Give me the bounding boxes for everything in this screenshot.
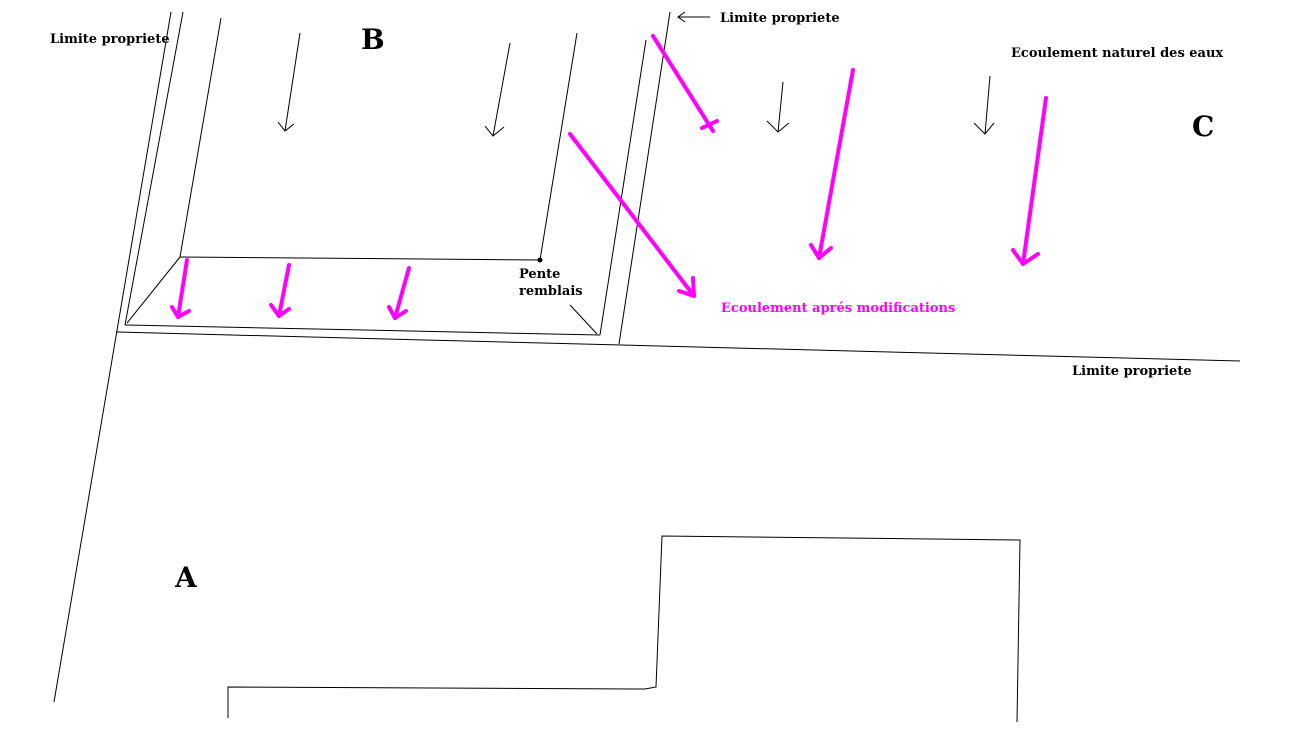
- flow-after-arrow-head: [809, 243, 833, 260]
- slope-flow-arrow-head: [170, 305, 191, 319]
- blocked-flow-crossbar: [700, 119, 719, 130]
- fill-slope-right-outer: [599, 39, 647, 336]
- platform-bottom-edge: [179, 256, 541, 261]
- limite-propriete-label-right: Limite propriete: [1072, 364, 1192, 379]
- building-outline: [227, 535, 1021, 723]
- limite-propriete-label-left: Limite propriete: [50, 32, 170, 47]
- slope-flow-arrow: [176, 258, 189, 319]
- natural-flow-arrow-head: [766, 120, 790, 133]
- fill-slope-left-inner: [179, 17, 222, 258]
- left-property-boundary: [53, 11, 172, 703]
- slope-flow-arrow-head: [269, 303, 291, 318]
- flow-after-arrow-head: [1011, 248, 1040, 266]
- zone-b-label: B: [361, 23, 385, 56]
- flow-after-arrow: [817, 68, 855, 260]
- blocked-flow-arrow: [651, 34, 715, 133]
- natural-flow-arrow-head: [973, 122, 995, 135]
- fill-slope-right-inner: [539, 32, 578, 261]
- limite-pointer-head: [677, 11, 686, 23]
- flow-after-arrow: [1021, 96, 1048, 266]
- top-property-boundary: [618, 11, 671, 345]
- pente-label-line1: Pente: [519, 267, 561, 282]
- natural-flow-label: Ecoulement naturel des eaux: [1011, 46, 1224, 61]
- fill-slope-bottom-edge: [124, 324, 601, 336]
- zone-c-label: C: [1192, 110, 1215, 143]
- pente-point-marker: [537, 257, 543, 263]
- black-lines: [53, 11, 1241, 723]
- slope-flow-arrow-head: [387, 305, 408, 320]
- slope-flow-arrow: [277, 263, 291, 318]
- redirected-flow-arrow: [568, 132, 696, 298]
- natural-flow-arrow: [777, 81, 784, 133]
- pente-pointer-line: [569, 304, 598, 335]
- natural-flow-arrow-head: [277, 121, 295, 132]
- zone-a-label: A: [175, 561, 197, 594]
- limite-propriete-label-top: Limite propriete: [720, 11, 840, 26]
- natural-flow-arrow: [284, 32, 301, 132]
- fill-slope-corner-left: [126, 256, 181, 324]
- natural-flow-arrow-head: [484, 125, 505, 137]
- magenta-flow-arrows: [170, 34, 1048, 320]
- bottom-property-boundary: [115, 331, 1241, 362]
- natural-flow-arrow: [492, 42, 511, 137]
- natural-flow-arrow: [984, 75, 991, 135]
- fill-slope-left-outer: [124, 11, 184, 326]
- flow-after-label: Ecoulement aprés modifications: [721, 301, 956, 316]
- slope-flow-arrow: [393, 266, 411, 320]
- redirected-flow-arrow-head: [677, 276, 696, 298]
- pente-label-line2: remblais: [519, 284, 583, 299]
